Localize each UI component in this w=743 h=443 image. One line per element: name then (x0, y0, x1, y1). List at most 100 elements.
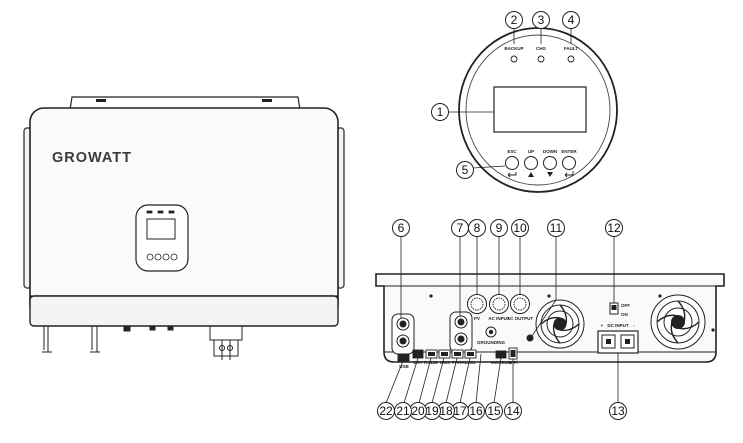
front-led-row (146, 210, 175, 214)
callout-number: 6 (398, 221, 405, 235)
callout-line-11b (531, 299, 557, 337)
callout-circle (392, 219, 410, 237)
bracket-slot-right (262, 99, 272, 102)
panel-view: BACKUP CHG FAULT ESC UP DOWN ENTER 1 (431, 11, 618, 193)
bottom-callouts-bottom (377, 402, 627, 420)
callout-line-16 (475, 353, 482, 404)
panel-callout-lines (449, 28, 572, 169)
callout-number: 19 (425, 404, 439, 418)
front-button (146, 253, 154, 261)
label-dry-contact: DRY (413, 360, 422, 365)
callout-number: 22 (379, 404, 393, 418)
fan-blade (656, 300, 700, 344)
callout-number: 3 (538, 13, 545, 27)
ac-input-gland-inner (457, 318, 465, 326)
front-view: GROWATT (23, 96, 345, 360)
enter-icon (564, 171, 574, 178)
fan-blade (540, 304, 580, 344)
callout-number: 4 (568, 13, 575, 27)
label-minus: - (633, 323, 635, 328)
callout-circle (605, 219, 623, 237)
pv-terminal (391, 313, 415, 355)
label-on: ON (621, 312, 628, 317)
cooling-fan-left (535, 299, 585, 349)
parallel-port-a-inner (454, 352, 461, 356)
bottom-view: PV AC INPUT AC OUTPUT GROUNDING OFF ON (375, 219, 725, 420)
label-off: OFF (621, 303, 630, 308)
power-switch-toggle (611, 305, 617, 310)
front-led (146, 210, 153, 214)
return-icon (507, 172, 517, 178)
panel-lcd-screen (493, 86, 587, 133)
cable-gland (90, 326, 100, 353)
button-label-up: UP (528, 149, 534, 154)
label-ac-input: AC INPUT (488, 316, 510, 321)
indicator-led-backup (510, 55, 518, 63)
cable-port (149, 325, 156, 331)
indicator-label-chg: CHG (536, 46, 546, 51)
callout-circle (532, 11, 550, 29)
screw (711, 328, 715, 332)
indicator-label-fault: FAULT (564, 46, 578, 51)
callout-number: 5 (462, 163, 469, 177)
label-parallel: PARALLEL (452, 360, 476, 365)
pv-terminal-gland-inner (399, 337, 407, 345)
front-led (157, 210, 164, 214)
callout-number: 10 (513, 221, 527, 235)
button-label-enter: ENTER (561, 149, 577, 154)
cable-port (167, 325, 174, 331)
callout-number: 14 (506, 404, 520, 418)
fan-ring (663, 307, 693, 337)
port-labels: USB DRY RS232 BMS PARALLEL MODBUS WiFi (399, 360, 517, 369)
callout-number: 17 (453, 404, 467, 418)
dc-terminal-base (213, 339, 239, 357)
parallel-port (526, 334, 534, 342)
front-button (170, 253, 178, 261)
callout-number: 13 (611, 404, 625, 418)
callout-line-18 (445, 357, 458, 404)
ac-input-gland-inner (457, 335, 465, 343)
cable-gland (42, 326, 52, 353)
usb-port (397, 353, 410, 362)
front-bottom-connectors (42, 325, 243, 360)
gland-ac-input-nut (492, 297, 506, 311)
callout-circle (468, 219, 486, 237)
parallel-port-b-inner (467, 352, 474, 356)
callout-number: 15 (487, 404, 501, 418)
bottom-callouts-top (392, 219, 623, 237)
esc-button (505, 156, 519, 170)
front-button-row (146, 253, 178, 261)
callout-circle (547, 219, 565, 237)
cable-port (123, 325, 131, 332)
modbus-port (495, 350, 507, 359)
label-usb: USB (399, 364, 409, 369)
front-display-screen (146, 218, 176, 240)
brand-logo: GROWATT (52, 150, 132, 166)
comm-ports (397, 347, 518, 362)
callout-line-20 (418, 357, 432, 404)
callout-number: 18 (439, 404, 453, 418)
callout-number: 9 (496, 221, 503, 235)
bms-port-inner (441, 352, 448, 356)
callout-line-17 (459, 357, 471, 404)
fan-ring (546, 310, 574, 338)
panel-callouts: 1 2 3 4 5 (431, 11, 580, 179)
indicator-label-backup: BACKUP (504, 46, 523, 51)
bottom-callout-numbers: 6 7 8 9 10 11 12 13 14 15 16 17 18 19 20… (379, 221, 625, 418)
label-rs232: RS232 (424, 360, 438, 365)
mounting-bracket (69, 96, 301, 111)
callout-circle (490, 219, 508, 237)
cable-glands (467, 294, 530, 314)
callout-line-22 (385, 360, 404, 404)
callout-circle (562, 11, 580, 29)
callout-line-21 (403, 357, 419, 404)
screw (547, 294, 551, 298)
callout-number: 21 (396, 404, 410, 418)
bottom-callout-lines (385, 236, 619, 404)
bracket-slot-left (96, 99, 106, 102)
front-button (162, 253, 170, 261)
gland-ac-output-nut (513, 297, 527, 311)
dc-terminal-screw (227, 345, 233, 351)
front-base (29, 295, 339, 327)
